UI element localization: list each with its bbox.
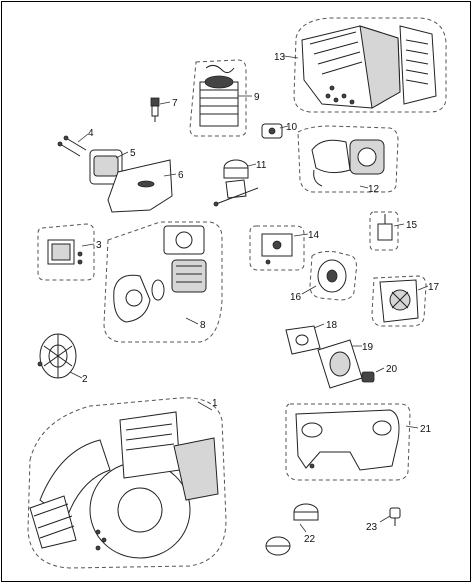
- callout-2: 2: [82, 374, 88, 385]
- part-14-coil: [249, 225, 305, 271]
- part-16-pulley: [309, 251, 357, 301]
- part-10-ignition: [261, 123, 283, 139]
- callout-23: 23: [366, 522, 378, 533]
- callout-19: 19: [362, 342, 374, 353]
- part-2-flywheel: [37, 333, 77, 379]
- part-5-muffler: [89, 149, 123, 185]
- callout-10: 10: [286, 122, 298, 133]
- callout-7: 7: [172, 98, 178, 109]
- callout-17: 17: [428, 282, 440, 293]
- part-22-fuel-cap: [265, 503, 319, 556]
- callout-4: 4: [88, 128, 94, 139]
- callout-6: 6: [178, 170, 184, 181]
- callout-18: 18: [326, 320, 338, 331]
- part-3-carburetor: [37, 223, 95, 281]
- part-20-knob: [361, 371, 375, 383]
- part-23-bolt: [389, 507, 401, 526]
- callout-5: 5: [130, 148, 136, 159]
- part-12-starter: [297, 125, 399, 193]
- part-6-muffler-cover: [107, 159, 173, 213]
- callout-20: 20: [386, 364, 398, 375]
- part-9-cylinder: [189, 59, 247, 137]
- part-8-engine-group: [103, 221, 223, 343]
- leader-lines: [69, 55, 429, 533]
- part-21-fuel-tank: [285, 403, 411, 481]
- part-19-air-filter: [317, 339, 363, 389]
- callout-15: 15: [406, 220, 418, 231]
- part-7-spark-plug: [150, 97, 160, 122]
- callout-9: 9: [254, 92, 260, 103]
- part-18-gasket: [285, 325, 321, 355]
- callout-numbers: 1 2 3 4 5 6 7 8 9 10 11 12 13 14 15 16 1…: [82, 52, 440, 545]
- callout-8: 8: [200, 320, 206, 331]
- part-1-blower-housing: [27, 397, 227, 569]
- callout-22: 22: [304, 534, 316, 545]
- callout-16: 16: [290, 292, 302, 303]
- part-11-piston-crank: [213, 159, 259, 207]
- part-15-switch: [369, 211, 399, 251]
- callout-14: 14: [308, 230, 320, 241]
- part-4-screws: [57, 135, 87, 157]
- callout-13: 13: [274, 52, 286, 63]
- callout-3: 3: [96, 240, 102, 251]
- callout-1: 1: [212, 398, 218, 409]
- callout-12: 12: [368, 184, 380, 195]
- callout-21: 21: [420, 424, 432, 435]
- callout-11: 11: [256, 160, 267, 171]
- part-17-fan-cover: [371, 275, 427, 327]
- part-13-housing: [293, 17, 447, 113]
